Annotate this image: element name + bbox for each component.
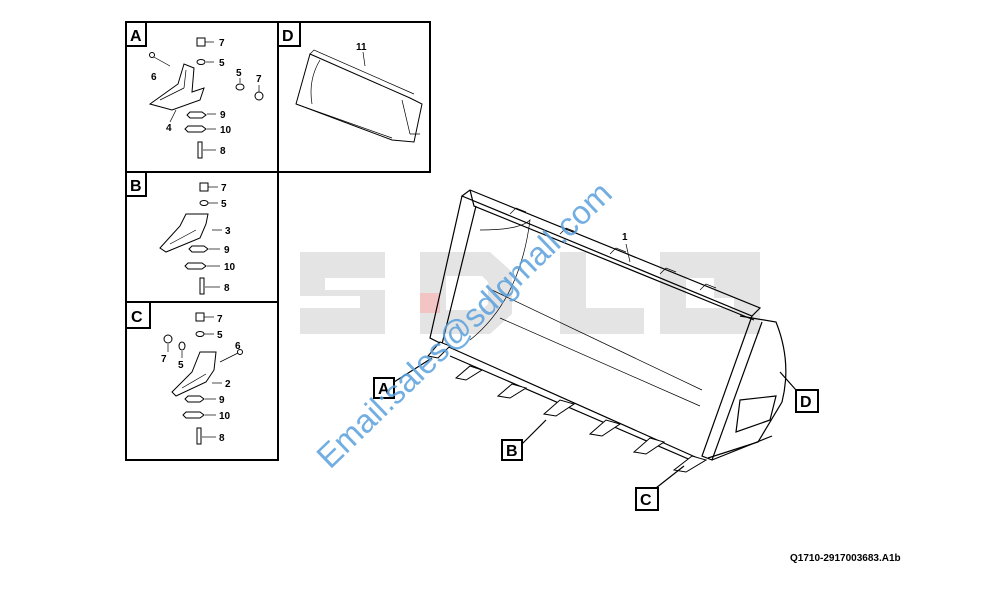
label-c-2: 2 <box>225 379 231 390</box>
svg-text:D: D <box>800 394 812 411</box>
label-b-7: 7 <box>221 183 227 194</box>
label-a-7-top: 7 <box>219 38 225 49</box>
box-b-letter: B <box>130 178 142 195</box>
label-c-8: 8 <box>219 433 225 444</box>
label-a-6: 6 <box>151 72 157 83</box>
callout-d: D <box>779 371 819 413</box>
document-id: Q1710-2917003683.A1b <box>790 553 901 564</box>
sdlg-logo-dot <box>420 293 440 313</box>
label-d-11: 11 <box>356 42 367 53</box>
sdlg-watermark <box>300 252 760 334</box>
label-a-8: 8 <box>220 146 226 157</box>
adapter-part-a <box>148 63 205 111</box>
label-a-4: 4 <box>166 123 172 134</box>
label-a-7-right: 7 <box>256 74 262 85</box>
label-b-3: 3 <box>225 226 231 237</box>
bucket-teeth <box>427 341 708 473</box>
box-c-letter: C <box>131 309 143 326</box>
label-a-9: 9 <box>220 110 226 121</box>
bucket-mini <box>295 53 423 143</box>
label-c-9: 9 <box>219 395 225 406</box>
adapter-part-c <box>171 351 217 397</box>
svg-text:B: B <box>506 443 518 460</box>
label-c-5-left: 5 <box>178 360 184 371</box>
callout-c: C <box>635 465 685 511</box>
callout-b: B <box>501 419 547 461</box>
label-a-10: 10 <box>220 125 232 136</box>
box-a-letter: A <box>130 28 142 45</box>
detail-box-c: C 7 5 7 5 6 2 9 10 8 <box>125 301 279 461</box>
label-c-7-left: 7 <box>161 354 167 365</box>
label-a-5-right: 5 <box>236 68 242 79</box>
label-b-10: 10 <box>224 262 236 273</box>
svg-text:A: A <box>378 381 390 398</box>
svg-text:C: C <box>640 492 652 509</box>
label-a-5-top: 5 <box>219 58 225 69</box>
callout-a: A <box>373 357 433 399</box>
box-d-letter: D <box>282 28 294 45</box>
label-c-7-top: 7 <box>217 314 223 325</box>
label-b-9: 9 <box>224 245 230 256</box>
detail-box-b: B 7 5 3 9 10 8 <box>125 171 279 303</box>
label-main-1: 1 <box>622 232 628 243</box>
label-b-5: 5 <box>221 199 227 210</box>
detail-box-a: A 7 6 5 5 7 4 9 10 <box>125 21 279 173</box>
label-b-8: 8 <box>224 283 230 294</box>
label-c-6: 6 <box>235 341 241 352</box>
label-c-5-top: 5 <box>217 330 223 341</box>
label-c-10: 10 <box>219 411 231 422</box>
tooth-part-b <box>159 213 209 253</box>
detail-box-d: D 11 <box>277 21 431 173</box>
